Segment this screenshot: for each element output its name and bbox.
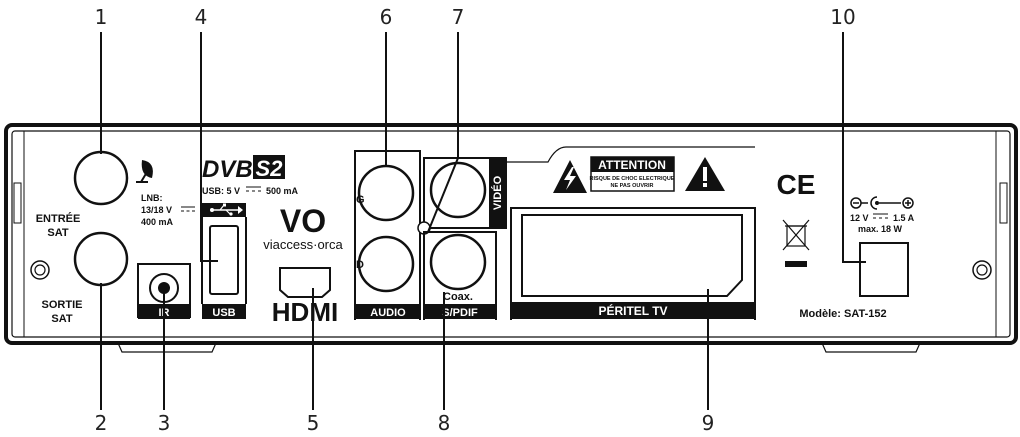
attention-sub2: NE PAS OUVRIR [611,183,654,189]
entree-label-line2: SAT [47,227,68,239]
coax-label: Coax. [443,291,473,303]
audio-g-connector [357,164,415,222]
usb-spec: USB: 5 V [202,186,240,196]
model-label: Modèle: SAT-152 [799,308,886,320]
sortie-label-line1: SORTIE [42,299,83,311]
screw-left [30,260,50,280]
callout-4: 4 [195,5,208,29]
video-connector [429,161,487,219]
audio-label: AUDIO [370,307,406,319]
dc-symbol-icon [181,206,195,212]
entree-label-line1: ENTRÉE [36,212,81,225]
leader-7 [427,32,459,233]
lightning-warning-icon [553,160,587,193]
usb-port: USB [201,203,247,319]
spdif-group: Coax. S/PDIF [423,231,497,320]
usb-current: 500 mA [266,186,299,196]
power-jack [859,242,909,297]
lnb-label-line2: 13/18 V [141,205,172,215]
s2-logo: S2 [256,156,284,181]
callout-10: 10 [830,5,855,29]
warning-section: ATTENTION RISQUE DE CHOC ELECTRIQUE NE P… [506,146,755,193]
power-current: 1.5 A [893,213,915,223]
s2-logo-bg [253,155,285,179]
dvb-logo: DVB [202,156,253,183]
spdif-connector [429,233,487,291]
lnb-label-line1: LNB: [141,193,163,203]
polarity-icon [850,196,914,210]
ce-mark: CE [777,169,816,200]
callout-5: 5 [307,411,320,435]
sortie-sat-connector [73,231,129,287]
vo-logo: VO [280,203,326,239]
power-section: 12 V 1.5 A max. 18 W [850,196,915,297]
video-label: VIDÉO [491,175,504,210]
peritel-label: PÉRITEL TV [598,303,667,318]
screw-right [972,260,992,280]
usb-label-bg [202,304,246,319]
leader-4 [200,32,218,262]
attention-sub1: RISQUE DE CHOC ELECTRIQUE [590,176,675,182]
callout-9: 9 [702,411,715,435]
usb-label: USB [212,307,235,319]
spdif-label: S/PDIF [442,307,478,319]
spdif-label-bg [424,304,496,319]
callout-numbers: 1 2 3 4 5 6 7 8 9 10 [95,5,856,435]
weee-bin-icon [782,219,810,267]
audio-label-bg [355,304,420,319]
compliance-marks: CE [777,169,816,267]
leader-10 [842,32,866,263]
audio-group: G D AUDIO [354,150,421,320]
usb-icon [210,203,243,216]
foot-left [117,342,217,353]
lnb-label-line3: 400 mA [141,217,174,227]
branding: DVB S2 USB: 5 V 500 mA VO viaccess·orca … [202,155,344,327]
peritel-group: PÉRITEL TV [510,207,756,320]
dc-symbol-icon-power [873,213,888,219]
satellite-dish-icon [136,160,153,183]
callout-3: 3 [158,411,171,435]
power-max: max. 18 W [858,224,903,234]
sortie-label-line2: SAT [51,313,72,325]
video-label-bg [489,158,506,228]
power-voltage: 12 V [850,213,869,223]
hdmi-port [279,267,331,298]
exclamation-warning-icon [685,157,725,191]
video-group: VIDÉO [423,157,507,229]
audio-d-label: D [356,259,364,271]
callout-lines [100,32,866,410]
callout-1: 1 [95,5,108,29]
viaccess-orca-logo: viaccess·orca [263,237,343,252]
attention-title-bg [591,157,674,172]
foot-right [821,342,921,353]
hdmi-logo: HDMI [272,297,338,327]
entree-sat-connector [73,150,129,206]
callout-8: 8 [438,411,451,435]
ir-port: IR [137,263,191,319]
callout-7: 7 [452,5,465,29]
audio-g-label: G [356,194,365,206]
panel-inner [11,130,1011,338]
callout-2: 2 [95,411,108,435]
callout-6: 6 [380,5,393,29]
audio-d-connector [357,235,415,293]
dc-symbol-icon-usb [246,186,261,192]
peritel-label-bg [511,302,755,319]
peritel-connector [521,214,743,297]
attention-title: ATTENTION [598,158,666,172]
